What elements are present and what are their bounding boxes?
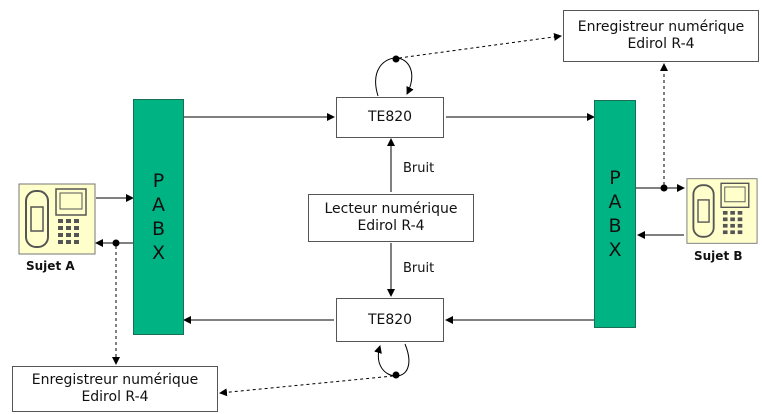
pabx-left-letter: B [151,218,166,240]
dashed-te820-top-to-recorder [398,32,562,59]
recorder-top-line1: Enregistreur numérique [577,19,745,35]
pabx-right: P A B X [594,100,636,328]
dashed-te820-bottom-to-recorder [219,375,394,397]
pabx-left-letter: P [152,170,165,192]
noise-label-top: Bruit [403,161,435,176]
tap-point-te820-top [392,55,400,63]
tap-point-phone-a [112,239,120,247]
recorder-top: Enregistreur numérique Edirol R-4 [563,10,759,62]
te820-top-label: TE820 [367,109,413,125]
te820-bottom-label: TE820 [367,311,413,328]
digital-reader: Lecteur numérique Edirol R-4 [308,194,474,242]
te820-top: TE820 [336,97,444,138]
recorder-top-line2: Edirol R-4 [627,36,695,52]
reader-line1: Lecteur numérique [324,201,458,217]
recorder-bottom: Enregistreur numérique Edirol R-4 [12,366,218,412]
subject-b-label: Sujet B [694,249,743,263]
pabx-right-letter: P [609,167,621,189]
noise-label-bottom: Bruit [403,261,435,276]
reader-line2: Edirol R-4 [357,218,425,234]
tap-point-te820-bottom [392,371,400,379]
recorder-bottom-line1: Enregistreur numérique [31,372,199,388]
pabx-left-letter: X [151,242,166,264]
pabx-right-letter: X [608,239,622,261]
tap-point-phone-b [660,184,668,192]
subject-a-label: Sujet A [26,259,75,273]
telephone-icon [18,183,96,255]
pabx-right-letter: B [608,215,622,237]
telephone-icon [686,178,758,244]
pabx-left: P A B X [133,99,184,335]
loop-te820-top [375,57,414,97]
recorder-bottom-line2: Edirol R-4 [81,389,149,405]
te820-bottom: TE820 [336,298,444,342]
pabx-left-letter: A [152,194,165,216]
loop-te820-bottom [374,343,410,377]
pabx-right-letter: A [608,191,622,213]
